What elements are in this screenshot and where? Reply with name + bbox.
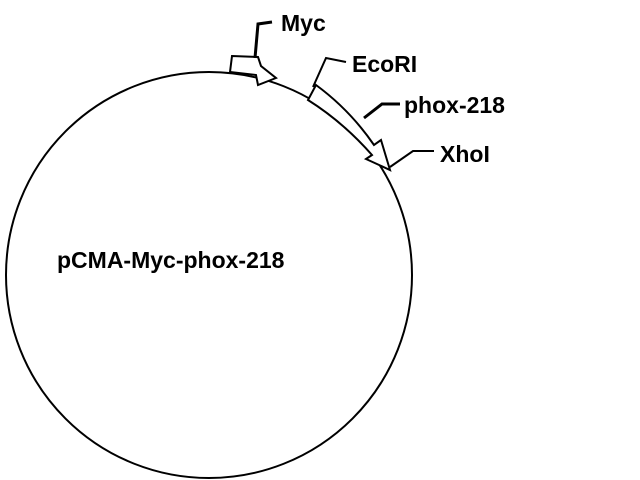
myc-leader-line	[253, 20, 273, 59]
plasmid-backbone-circle	[5, 71, 413, 479]
phox-218-label: phox-218	[404, 92, 505, 118]
xhoi-label: XhoI	[440, 141, 490, 167]
ecori-leader-line	[312, 56, 347, 88]
ecori-label: EcoRI	[352, 51, 417, 77]
phox-218-leader-line	[363, 102, 400, 120]
phox-218-insert-arrow	[306, 83, 392, 172]
myc-label: Myc	[281, 10, 326, 36]
xhoi-leader-line	[389, 150, 434, 168]
plasmid-name-label: pCMA-Myc-phox-218	[57, 247, 285, 273]
myc-tag-arrow	[228, 54, 278, 87]
